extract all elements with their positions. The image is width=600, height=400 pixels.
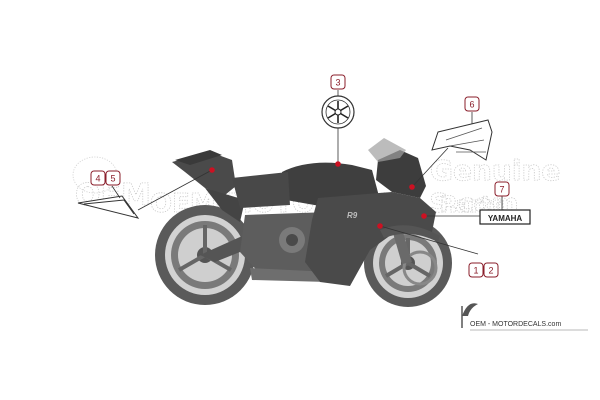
- callout-2[interactable]: 2: [483, 262, 499, 278]
- marker-dot: [335, 161, 341, 167]
- nameplate-decal: YAMAHA: [479, 209, 531, 225]
- brand-logo-icon: [462, 303, 478, 316]
- leader-lines: [111, 90, 503, 255]
- callout-6[interactable]: 6: [464, 96, 480, 112]
- callout-3[interactable]: 3: [330, 74, 346, 90]
- brand-mark: OEM - MOTORDECALS.com: [461, 303, 588, 331]
- callout-7[interactable]: 7: [494, 181, 510, 197]
- callout-1[interactable]: 1: [468, 262, 484, 278]
- callout-4[interactable]: 4: [90, 170, 106, 186]
- cowl-wing-decal: [431, 119, 493, 161]
- marker-dot: [377, 223, 383, 229]
- callout-3-label: 3: [335, 78, 340, 88]
- marker-dot: [409, 184, 415, 190]
- callout-2-label: 2: [488, 266, 493, 276]
- exhaust: [250, 268, 330, 282]
- watermark-right-line1: Genuine: [430, 154, 560, 187]
- side-fairing: [305, 192, 436, 286]
- callout-1-label: 1: [473, 266, 478, 276]
- front-fender: [380, 225, 440, 242]
- callout-5-label: 5: [110, 174, 115, 184]
- callout-7-label: 7: [499, 185, 504, 195]
- motorcycle: R9: [155, 138, 452, 307]
- marker-dot: [421, 213, 427, 219]
- brand-text: OEM - MOTORDECALS.com: [470, 321, 561, 328]
- callout-4-label: 4: [95, 174, 100, 184]
- marker-dots: [209, 161, 427, 229]
- front-wheel: [364, 219, 452, 307]
- marker-dot: [209, 167, 215, 173]
- tank-emblem-decal: [321, 95, 355, 129]
- side-logo-decal: R9: [347, 211, 358, 220]
- callout-6-label: 6: [469, 100, 474, 110]
- tail-stripe-decal: [77, 195, 140, 219]
- windscreen: [368, 138, 406, 162]
- nameplate-text: YAMAHA: [488, 214, 523, 223]
- callout-5[interactable]: 5: [105, 170, 121, 186]
